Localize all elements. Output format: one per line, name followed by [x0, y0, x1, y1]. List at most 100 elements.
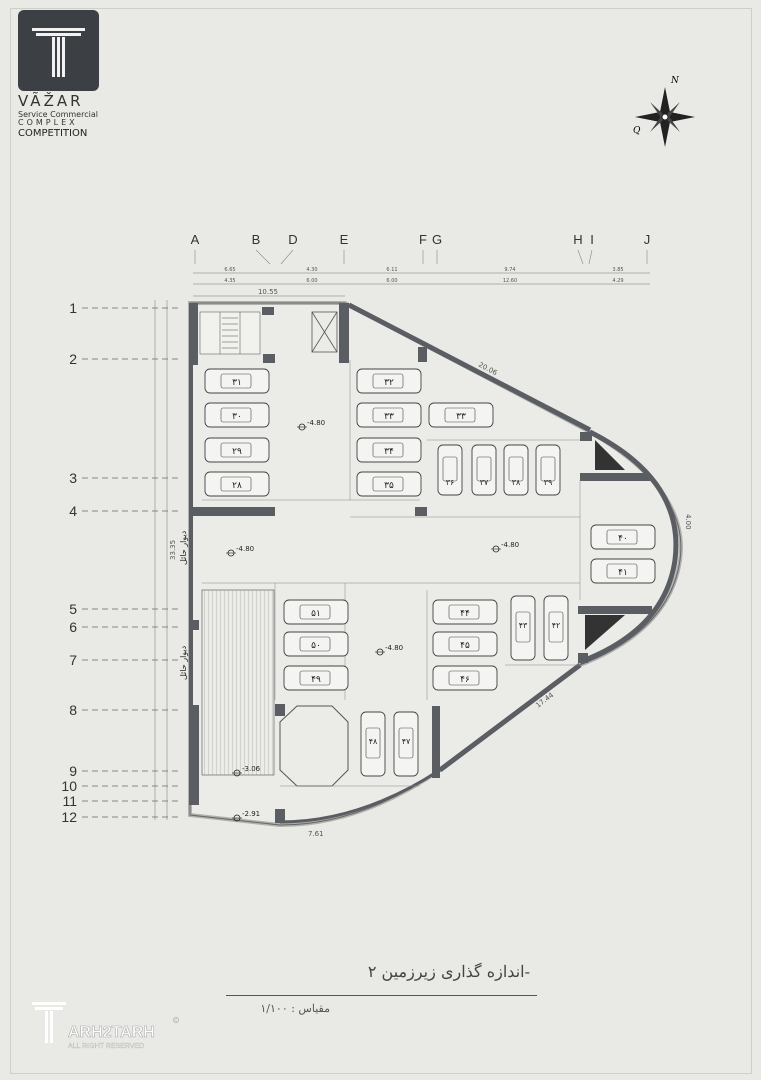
dim-top1-3: 9.74: [504, 267, 515, 273]
staircase: [199, 311, 261, 355]
wall-west-bottom: [190, 705, 199, 805]
retaining-wall-label-b: دیوار حائل: [179, 645, 188, 680]
parking-group-left: ۳۱ ۳۰ ۲۹ ۲۸: [204, 368, 270, 497]
parking-spot-38: ۳۸: [512, 478, 521, 487]
parking-group-right: ۴۰ ۴۱: [590, 524, 656, 584]
parking-spot-42: ۴۲: [552, 621, 561, 630]
parking-spot-49: ۴۹: [311, 675, 321, 685]
column-logo-icon: [32, 28, 85, 77]
dim-right: 4.00: [684, 514, 692, 530]
dim-top1-0: 6.65: [224, 267, 235, 273]
parking-spot-45: ۴۵: [460, 641, 470, 651]
parking-group-bottom-vertical: ۴۳ ۴۲: [510, 595, 569, 661]
parking-spot-37: ۳۷: [480, 478, 489, 487]
parking-spot-32: ۳۲: [384, 378, 394, 388]
parking-spot-50: ۵۰: [311, 641, 321, 651]
grid-row-6: 6: [69, 619, 77, 635]
grid-row-12: 12: [61, 809, 77, 825]
retaining-wall-label-a: دیوار حائل: [179, 530, 188, 565]
parking-spot-41: ۴۱: [618, 568, 628, 578]
grid-col-J: J: [644, 232, 651, 247]
dim-top2-3: 12.60: [503, 278, 517, 284]
elevator-shaft: [311, 311, 338, 353]
parking-spot-29: ۲۹: [232, 447, 242, 457]
footer-logo: ARH2TARH ALL RIGHT RESERVED ©: [30, 1000, 190, 1052]
level-main-c: -4.80: [501, 541, 519, 549]
grid-col-D: D: [288, 232, 297, 247]
parking-spot-48: ۴۸: [369, 737, 378, 746]
drawing-title: اندازه گذاری زیرزمین ۲-: [367, 962, 530, 981]
parking-spot-28: ۲۸: [232, 481, 242, 491]
parking-group-lower-vertical: ۴۸ ۴۷: [360, 711, 419, 777]
parking-group-bottom-mid: ۴۴ ۴۵ ۴۶: [432, 599, 498, 691]
qibla-label: Q: [633, 126, 641, 136]
footer-rights: ALL RIGHT RESERVED: [68, 1043, 144, 1050]
dim-top1-2: 6.11: [386, 267, 397, 273]
dim-bottom: 7.61: [308, 830, 324, 838]
grid-col-E: E: [340, 232, 349, 247]
parking-spot-51: ۵۱: [311, 609, 321, 619]
parking-spot-44: ۴۴: [460, 609, 470, 619]
north-label: N: [670, 76, 680, 86]
brand-logo: [18, 10, 99, 91]
level-main-d: -4.80: [385, 644, 403, 652]
footer-mark: ©: [172, 1016, 180, 1025]
dim-top1-1: 4.30: [306, 267, 317, 273]
drawing-frame: [10, 8, 752, 1074]
title-underline: [226, 995, 537, 996]
parking-spot-36: ۳۶: [446, 478, 455, 487]
dim-top2-0: 4.35: [224, 278, 235, 284]
grid-row-11: 11: [62, 793, 77, 809]
parking-spot-33b: ۳۳: [456, 412, 466, 422]
parking-spot-47: ۴۷: [402, 737, 411, 746]
parking-spot-35: ۳۵: [384, 481, 394, 491]
grid-row-4: 4: [69, 503, 77, 519]
grid-col-B: B: [252, 232, 261, 247]
parking-spot-33: ۳۳: [384, 412, 394, 422]
grid-col-A: A: [191, 232, 200, 247]
grid-row-10: 10: [61, 778, 77, 794]
dim-left-overall: 33.35: [169, 540, 177, 560]
grid-col-G: G: [432, 232, 442, 247]
grid-row-7: 7: [69, 652, 77, 668]
brand-line2: COMPLEX: [18, 118, 78, 127]
dim-top2-4: 4.29: [612, 278, 623, 284]
parking-group-mid: ۳۲ ۳۳ ۳۴ ۳۵ ۳۳: [356, 368, 494, 497]
wall-core: [339, 303, 349, 363]
footer-name: ARH2TARH: [68, 1024, 155, 1041]
dim-top-overall: 10.55: [258, 288, 278, 296]
grid-row-9: 9: [69, 763, 77, 779]
wall-west-top: [189, 303, 198, 365]
parking-group-bottom-left: ۵۱ ۵۰ ۴۹: [283, 599, 349, 691]
level-main-a: -4.80: [307, 419, 325, 427]
parking-spot-43: ۴۳: [519, 621, 528, 630]
dim-top1-4: 3.85: [612, 267, 623, 273]
drawing-scale: مقیاس : ۱/۱۰۰: [260, 1002, 330, 1015]
level-ramp-b: -2.91: [242, 810, 260, 818]
ramp: [201, 589, 275, 776]
level-ramp-a: -3.06: [242, 765, 261, 773]
level-main-b: -4.80: [236, 545, 254, 553]
dim-top2-2: 6.00: [386, 278, 397, 284]
compass-rose-icon: N Q: [633, 76, 695, 147]
parking-spot-31: ۳۱: [232, 378, 242, 388]
parking-spot-39: ۳۹: [544, 478, 553, 487]
grid-col-F: F: [419, 232, 427, 247]
brand-line1: Service Commercial: [18, 110, 98, 119]
parking-spot-46: ۴۶: [460, 675, 470, 685]
grid-row-2: 2: [69, 351, 77, 367]
parking-spot-40: ۴۰: [618, 534, 628, 544]
brand-text: VÃŽAR Service Commercial COMPLEX COMPETI…: [18, 94, 108, 139]
brand-line3: COMPETITION: [18, 128, 88, 139]
arh2tarh-logo-icon: ARH2TARH ALL RIGHT RESERVED ©: [32, 1002, 180, 1050]
parking-spot-30: ۳۰: [232, 412, 242, 422]
grid-col-I: I: [590, 232, 594, 247]
grid-row-1: 1: [69, 300, 77, 316]
dim-top2-1: 6.00: [306, 278, 317, 284]
grid-row-8: 8: [69, 702, 77, 718]
grid-row-5: 5: [69, 601, 77, 617]
parking-group-vertical: ۳۶ ۳۷ ۳۸ ۳۹: [437, 444, 561, 496]
grid-col-H: H: [573, 232, 582, 247]
brand-name: VÃŽAR: [18, 92, 84, 110]
